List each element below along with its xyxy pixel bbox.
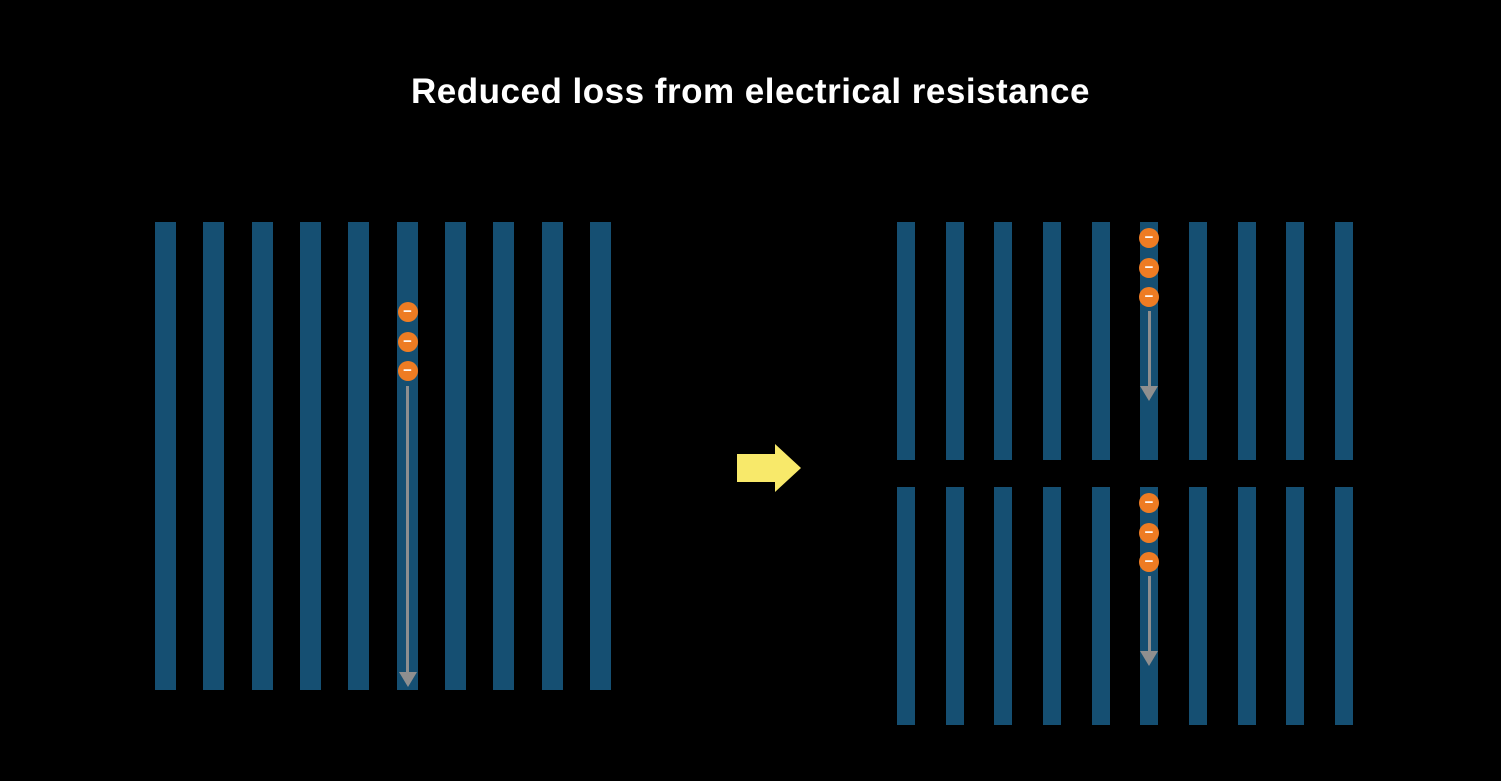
- conductor-bar: [994, 487, 1013, 725]
- conductor-bar: [1237, 222, 1256, 460]
- electron-icon: −: [397, 302, 418, 322]
- conductor-bar: [541, 222, 563, 690]
- conductor-bar: [1042, 487, 1061, 725]
- right-arrow-head: [775, 444, 801, 492]
- conductor-bar: [1091, 487, 1110, 725]
- flow-arrow-head-icon: [1140, 651, 1158, 666]
- conductor-bar: [1237, 487, 1256, 725]
- conductor-bar: [945, 487, 964, 725]
- electron-icon: −: [1139, 493, 1159, 513]
- flow-arrow-shaft: [1147, 576, 1151, 652]
- conductor-bar: [299, 222, 321, 690]
- half-length-cell-bar-group-top: − − −: [897, 222, 1353, 460]
- conductor-bar: [251, 222, 273, 690]
- conductor-bar: [493, 222, 515, 690]
- conductor-bar: [348, 222, 370, 690]
- conductor-bar: [155, 222, 176, 690]
- electron-icon: −: [397, 332, 418, 352]
- conductor-bar: [444, 222, 466, 690]
- conductor-bar: [589, 222, 611, 690]
- flow-arrow-head-icon: [1140, 386, 1158, 401]
- electron-icon: −: [1139, 287, 1159, 307]
- electron-icon: −: [1139, 258, 1159, 278]
- right-arrow-icon: [737, 444, 801, 492]
- conductor-bar: [1334, 487, 1353, 725]
- conductor-bar: [1042, 222, 1061, 460]
- conductor-bar: [1286, 487, 1305, 725]
- electron-icon: −: [1139, 552, 1159, 572]
- conductor-bar: [203, 222, 225, 690]
- conductor-bar: [897, 222, 915, 460]
- flow-arrow-head-icon: [398, 672, 417, 687]
- full-length-cell-bar-group: − − −: [155, 222, 611, 690]
- conductor-bar: [1188, 222, 1207, 460]
- flow-arrow-shaft: [406, 386, 409, 673]
- conductor-bar: [897, 487, 915, 725]
- conductor-bar: [1091, 222, 1110, 460]
- diagram-title: Reduced loss from electrical resistance: [411, 72, 1090, 111]
- conductor-bar: [994, 222, 1013, 460]
- conductor-bar: [945, 222, 964, 460]
- flow-arrow-shaft: [1147, 311, 1151, 387]
- electron-icon: −: [397, 361, 418, 381]
- conductor-bar: [1286, 222, 1305, 460]
- electron-icon: −: [1139, 523, 1159, 543]
- conductor-bar: [1188, 487, 1207, 725]
- conductor-bar: [1334, 222, 1353, 460]
- half-length-cell-bar-group-bottom: − − −: [897, 487, 1353, 725]
- right-arrow-shaft: [737, 454, 775, 482]
- electron-icon: −: [1139, 228, 1159, 248]
